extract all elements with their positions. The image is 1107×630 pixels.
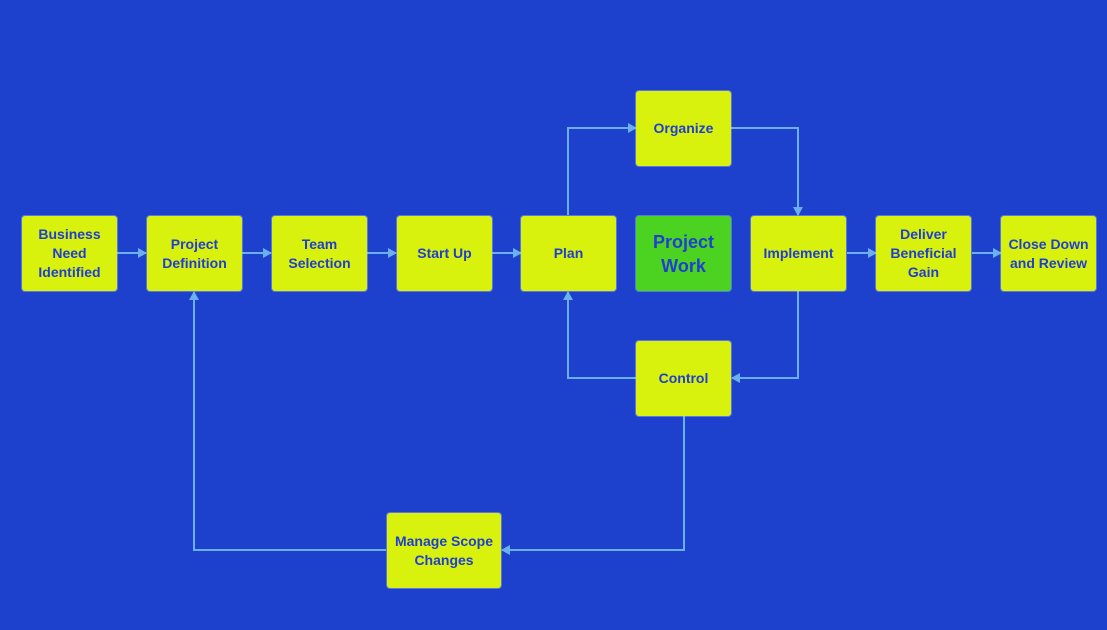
- node-manage-scope-changes: Manage Scope Changes: [387, 513, 501, 588]
- arrow-plan-to-organize: [567, 123, 637, 215]
- arrow-control-to-plan: [563, 291, 636, 379]
- node-start-up: Start Up: [397, 216, 492, 291]
- node-control: Control: [636, 341, 731, 416]
- arrow-implement-to-control: [731, 291, 799, 383]
- node-deliver-beneficial-gain: Deliver Beneficial Gain: [876, 216, 971, 291]
- node-project-work: Project Work: [636, 216, 731, 291]
- arrow-manage-scope-to-project-definition: [189, 291, 386, 551]
- arrow-organize-to-implement: [731, 127, 803, 216]
- node-plan: Plan: [521, 216, 616, 291]
- node-project-definition: Project Definition: [147, 216, 242, 291]
- arrow-control-to-manage-scope: [501, 416, 685, 555]
- node-close-down-and-review: Close Down and Review: [1001, 216, 1096, 291]
- node-organize: Organize: [636, 91, 731, 166]
- node-business-need-identified: Business Need Identified: [22, 216, 117, 291]
- node-implement: Implement: [751, 216, 846, 291]
- node-team-selection: Team Selection: [272, 216, 367, 291]
